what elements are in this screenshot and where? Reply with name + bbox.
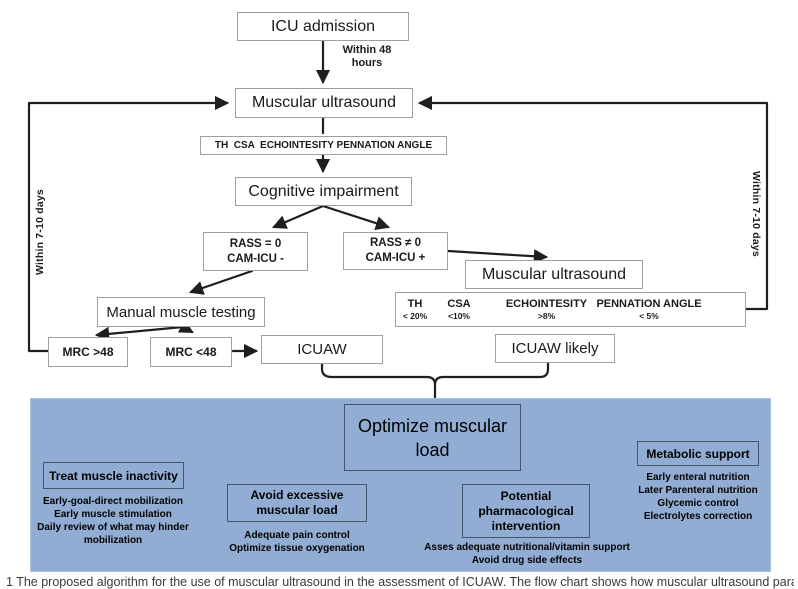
icuaw-likely-box: ICUAW likely	[495, 334, 615, 363]
csa-header: CSA	[447, 298, 471, 310]
echointesity-value: >8%	[537, 311, 556, 321]
cognitive-impairment-box: Cognitive impairment	[235, 177, 412, 206]
cognitive-impairment-label: Cognitive impairment	[248, 182, 399, 200]
within-48-hours-label: Within 48 hours	[342, 44, 392, 69]
avoid-excessive-load-items: Adequate pain control Optimize tissue ox…	[229, 530, 365, 554]
interventions-panel	[30, 398, 771, 572]
treat-muscle-inactivity-items: Early-goal-direct mobilization Early mus…	[37, 496, 189, 546]
treat-muscle-inactivity-box: Treat muscle inactivity	[43, 462, 184, 489]
manual-muscle-testing-label: Manual muscle testing	[106, 303, 256, 321]
optimize-muscular-load-box: Optimize muscular load	[344, 404, 521, 471]
loop-right-params-to-ultrasound	[417, 95, 769, 311]
rass-not-0-label: RASS ≠ 0 CAM-ICU +	[365, 237, 426, 264]
muscular-ultrasound-box: Muscular ultrasound	[235, 88, 413, 118]
arrow-manual-to-mrclt	[177, 319, 194, 334]
mrc-gt-48-label: MRC >48	[62, 345, 114, 359]
treat-muscle-inactivity-label: Treat muscle inactivity	[49, 468, 178, 483]
threshold-col-csa: CSA <10%	[434, 297, 484, 322]
pennation-angle-value: < 5%	[639, 311, 659, 321]
icuaw-label: ICUAW	[297, 341, 347, 358]
metabolic-support-items: Early enteral nutrition Later Parenteral…	[638, 472, 758, 522]
rass-not-0-cam-icu-pos-box: RASS ≠ 0 CAM-ICU +	[343, 232, 448, 270]
within-7-10-days-right-label: Within 7-10 days	[750, 171, 762, 257]
ultrasound-parameters-header-label: TH CSA ECHOINTESITY PENNATION ANGLE	[214, 140, 433, 151]
echointesity-header: ECHOINTESITY	[505, 298, 588, 310]
icu-admission-label: ICU admission	[270, 17, 376, 35]
csa-value: <10%	[448, 311, 470, 321]
mrc-gt-48-box: MRC >48	[48, 337, 128, 367]
ultrasound-thresholds-box: TH < 20% CSA <10% ECHOINTESITY >8% PENNA…	[395, 292, 746, 327]
figure-caption: 1 The proposed algorithm for the use of …	[6, 575, 794, 589]
pharmacological-intervention-box: Potential pharmacological intervention	[462, 484, 590, 538]
metabolic-support-label: Metabolic support	[646, 446, 750, 461]
icuaw-likely-label: ICUAW likely	[511, 340, 599, 357]
icuaw-box: ICUAW	[261, 335, 383, 364]
muscular-ultrasound-label: Muscular ultrasound	[251, 94, 397, 111]
loop-left-mrc-to-ultrasound	[27, 95, 230, 353]
muscular-ultrasound-2-box: Muscular ultrasound	[465, 260, 643, 289]
arrow-cognitive-to-rassnot0	[321, 204, 391, 231]
threshold-col-echointesity: ECHOINTESITY >8%	[494, 297, 599, 322]
threshold-col-th: TH < 20%	[396, 297, 434, 322]
arrow-cognitive-to-rass0	[272, 204, 325, 229]
th-value: < 20%	[402, 311, 428, 321]
pennation-angle-header: PENNATION ANGLE	[596, 298, 702, 310]
arrow-manual-to-mrcgt	[94, 325, 185, 341]
avoid-excessive-load-label: Avoid excessive muscular load	[250, 488, 344, 517]
within-7-10-days-left-label: Within 7-10 days	[34, 189, 46, 275]
muscular-ultrasound-2-label: Muscular ultrasound	[481, 265, 627, 283]
mrc-lt-48-box: MRC <48	[150, 337, 232, 367]
brace-to-optimize-load	[320, 361, 550, 406]
pharmacological-intervention-items: Asses adequate nutritional/vitamin suppo…	[424, 542, 630, 566]
threshold-col-pennation-angle: PENNATION ANGLE < 5%	[596, 297, 702, 322]
th-header: TH	[407, 298, 423, 310]
icu-admission-box: ICU admission	[237, 12, 409, 41]
optimize-muscular-load-label: Optimize muscular load	[357, 415, 508, 460]
arrow-rass0-to-manual	[188, 269, 254, 295]
arrow-rassnot0-to-ultrasound2	[446, 249, 549, 264]
ultrasound-parameters-header-box: TH CSA ECHOINTESITY PENNATION ANGLE	[200, 136, 447, 155]
metabolic-support-box: Metabolic support	[637, 441, 759, 466]
avoid-excessive-load-box: Avoid excessive muscular load	[227, 484, 367, 522]
rass-0-label: RASS = 0 CAM-ICU -	[227, 237, 284, 265]
rass-0-cam-icu-neg-box: RASS = 0 CAM-ICU -	[203, 232, 308, 271]
pharmacological-intervention-label: Potential pharmacological intervention	[478, 488, 574, 533]
manual-muscle-testing-box: Manual muscle testing	[97, 297, 265, 327]
mrc-lt-48-label: MRC <48	[165, 345, 217, 359]
